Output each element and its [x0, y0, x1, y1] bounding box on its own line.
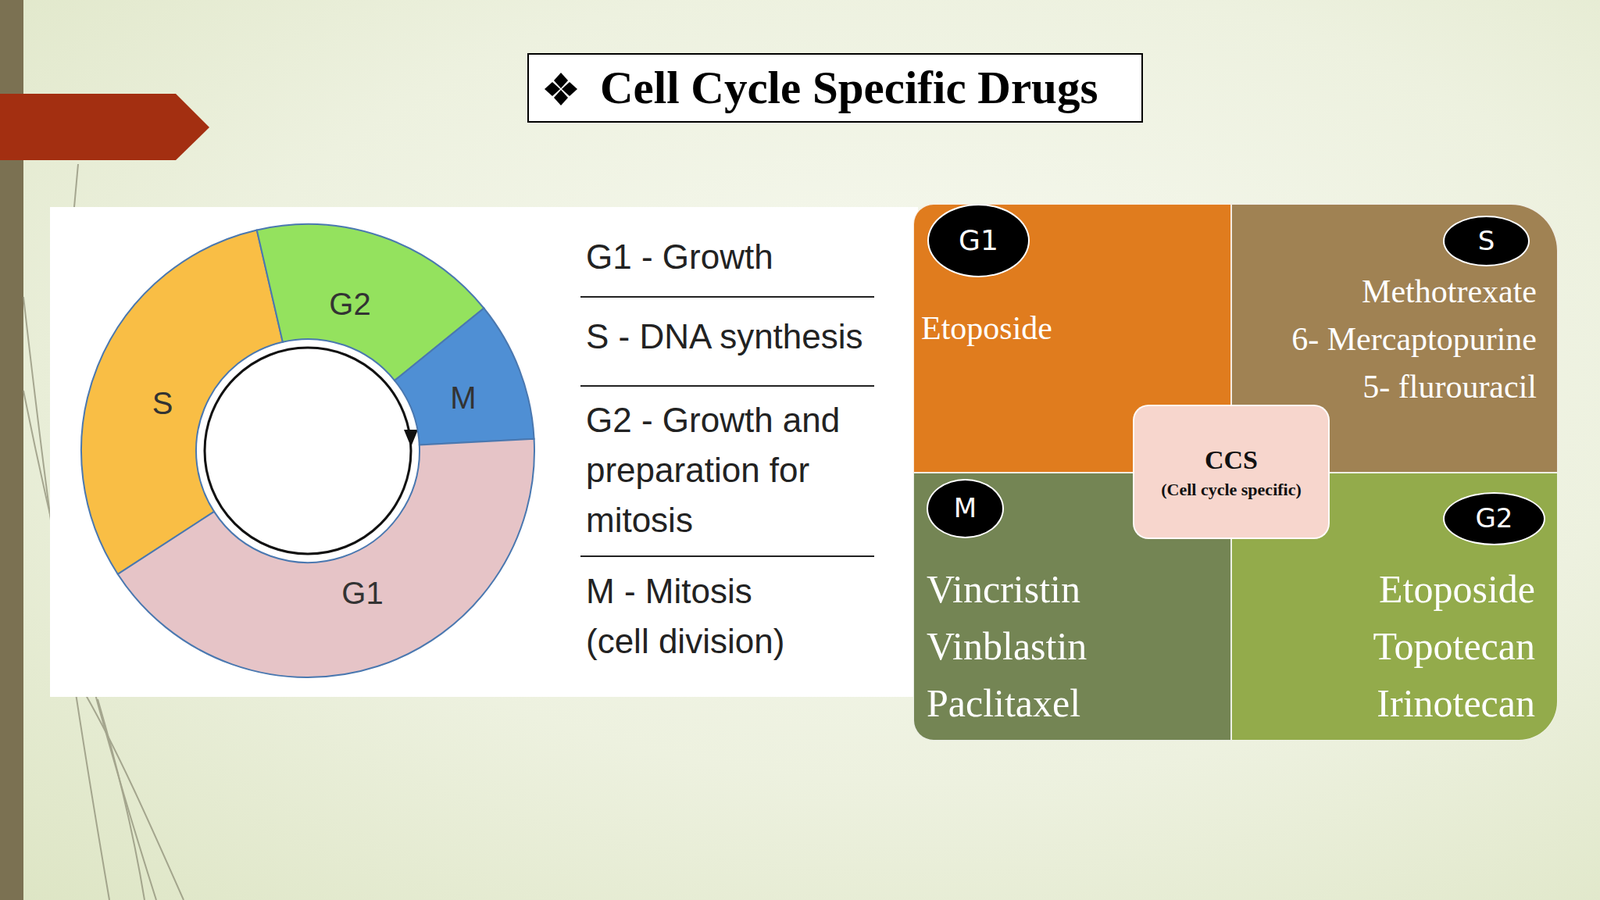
- badge-text: G1: [958, 225, 999, 257]
- drug-name: 5- flurouracil: [1291, 363, 1537, 411]
- phase-badge: G2: [1442, 492, 1546, 546]
- phase-label: S: [152, 385, 174, 422]
- segment-shape: [81, 224, 535, 678]
- segment-fill: [117, 439, 535, 678]
- phase-label: G1: [341, 575, 383, 611]
- drug-name: Irinotecan: [1372, 675, 1536, 733]
- decor-line: [97, 699, 145, 900]
- drug-name: Topotecan: [1372, 617, 1536, 675]
- white-panel: [50, 207, 918, 697]
- phase-label: G2: [328, 286, 371, 322]
- drug-name: Vincristin: [926, 560, 1087, 618]
- separator-line: [580, 385, 875, 387]
- center-box: CCS(Cell cycle specific): [1132, 404, 1330, 540]
- phase-badge: M: [926, 478, 1004, 539]
- decor-line: [85, 695, 184, 900]
- badge-text: G2: [1475, 503, 1514, 533]
- phase-badge: G1: [927, 203, 1030, 278]
- segment-shape: [81, 224, 535, 678]
- segment-fill: [394, 308, 534, 446]
- drug-list: VincristinVinblastinPaclitaxel: [926, 560, 1087, 733]
- drug-list: Methotrexate6- Mercaptopurine5- fluroura…: [1291, 267, 1537, 411]
- phase-description: S - DNA synthesis: [585, 311, 883, 362]
- drug-name: Etoposide: [921, 307, 1053, 349]
- cycle-phase-segment: G2: [81, 224, 535, 678]
- title-box: Cell Cycle Specific Drugs: [527, 53, 1143, 123]
- drug-name: Etoposide: [1372, 560, 1536, 618]
- drug-list: Etoposide: [921, 307, 1053, 349]
- drug-list: EtoposideTopotecanIrinotecan: [1372, 560, 1536, 733]
- cycle-arrowhead: [403, 429, 418, 447]
- drug-name: Methotrexate: [1291, 267, 1537, 316]
- drug-name: Vinblastin: [926, 617, 1087, 675]
- segment-fill: [257, 224, 485, 381]
- segment-fill: [81, 229, 283, 575]
- title-text: Cell Cycle Specific Drugs: [600, 54, 1098, 122]
- bullet-diamond: [544, 82, 561, 97]
- decor-line: [74, 164, 79, 208]
- center-subtext: (Cell cycle specific): [1160, 478, 1302, 502]
- segment-shape: [81, 224, 535, 678]
- cycle-phase-segment: S: [81, 224, 535, 678]
- phase-label: M: [450, 380, 476, 416]
- drug-name: Paclitaxel: [926, 675, 1087, 733]
- red-arrow-banner: [0, 93, 210, 161]
- badge-text: S: [1478, 226, 1496, 256]
- separator-line: [580, 555, 875, 558]
- center-heading: CCS: [1204, 442, 1258, 479]
- segment-shape: [81, 224, 535, 678]
- separator-line: [580, 296, 875, 298]
- cycle-phase-segment: M: [81, 224, 535, 678]
- phase-badge: S: [1442, 215, 1530, 267]
- phase-description: G1 - Growth: [585, 232, 883, 283]
- phase-description: G2 - Growth and preparation for mitosis: [585, 395, 883, 546]
- cycle-arrow-circle: [204, 347, 411, 554]
- cycle-phase-segment: G1: [81, 224, 535, 678]
- phase-description: M - Mitosis (cell division): [585, 566, 813, 667]
- drug-name: 6- Mercaptopurine: [1291, 315, 1537, 364]
- badge-text: M: [953, 493, 977, 523]
